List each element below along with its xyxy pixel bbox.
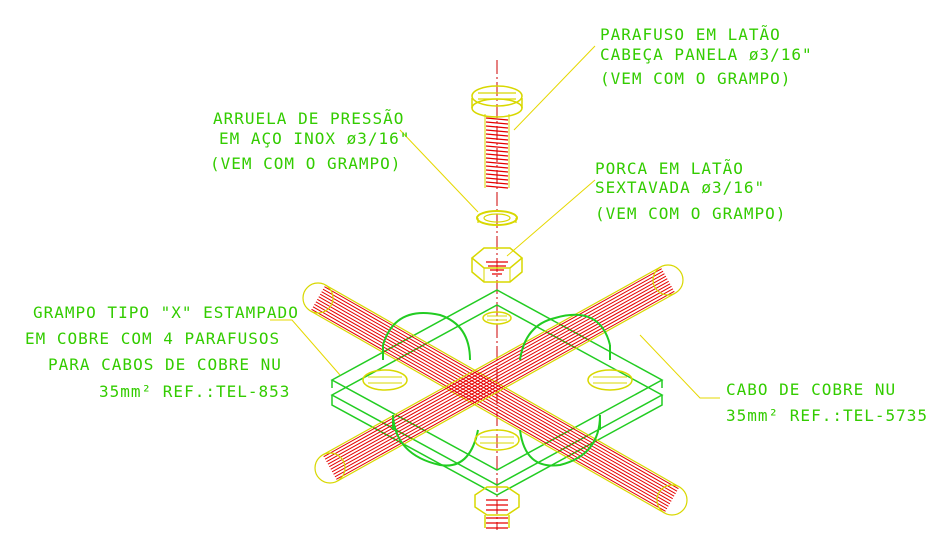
washer-label-line-3: (VEM COM O GRAMPO) — [210, 154, 401, 173]
washer-label-line-2: EM AÇO INOX ø3/16" — [219, 129, 410, 148]
nut-part — [470, 247, 524, 283]
washer-label: ARRUELA DE PRESSÃO EM AÇO INOX ø3/16" (V… — [210, 109, 410, 173]
clamp-label: GRAMPO TIPO "X" ESTAMPADO EM COBRE COM 4… — [25, 303, 299, 401]
clamp-label-line-1: GRAMPO TIPO "X" ESTAMPADO — [33, 303, 299, 322]
nut-label-line-2: SEXTAVADA ø3/16" — [595, 178, 765, 197]
nut-label-line-3: (VEM COM O GRAMPO) — [595, 204, 786, 223]
clamp-saddles — [382, 312, 611, 467]
bottom-thread — [486, 499, 508, 529]
clamp-screws — [362, 311, 633, 528]
cable-label-line-1: CABO DE COBRE NU — [726, 380, 896, 399]
washer-part — [476, 210, 518, 226]
clamp-label-line-4: 35mm² REF.:TEL-853 — [99, 382, 290, 401]
screw-label-line-3: (VEM COM O GRAMPO) — [600, 69, 791, 88]
screw-label-line-2: CABEÇA PANELA ø3/16" — [600, 45, 813, 64]
screw-label: PARAFUSO EM LATÃO CABEÇA PANELA ø3/16" (… — [600, 25, 813, 88]
leader-lines — [270, 45, 720, 399]
washer-label-line-1: ARRUELA DE PRESSÃO — [213, 109, 404, 128]
cable-label-line-2: 35mm² REF.:TEL-5735 — [726, 406, 928, 425]
copper-cables — [302, 264, 688, 516]
clamp-label-line-2: EM COBRE COM 4 PARAFUSOS — [25, 329, 280, 348]
screw-part — [471, 85, 523, 189]
screw-label-line-1: PARAFUSO EM LATÃO — [600, 25, 781, 44]
nut-label-line-1: PORCA EM LATÃO — [595, 159, 744, 178]
clamp-label-line-3: PARA CABOS DE COBRE NU — [48, 355, 282, 374]
clamp-body — [330, 289, 664, 496]
nut-label: PORCA EM LATÃO SEXTAVADA ø3/16" (VEM COM… — [595, 159, 786, 223]
cable-label: CABO DE COBRE NU 35mm² REF.:TEL-5735 — [726, 380, 928, 425]
